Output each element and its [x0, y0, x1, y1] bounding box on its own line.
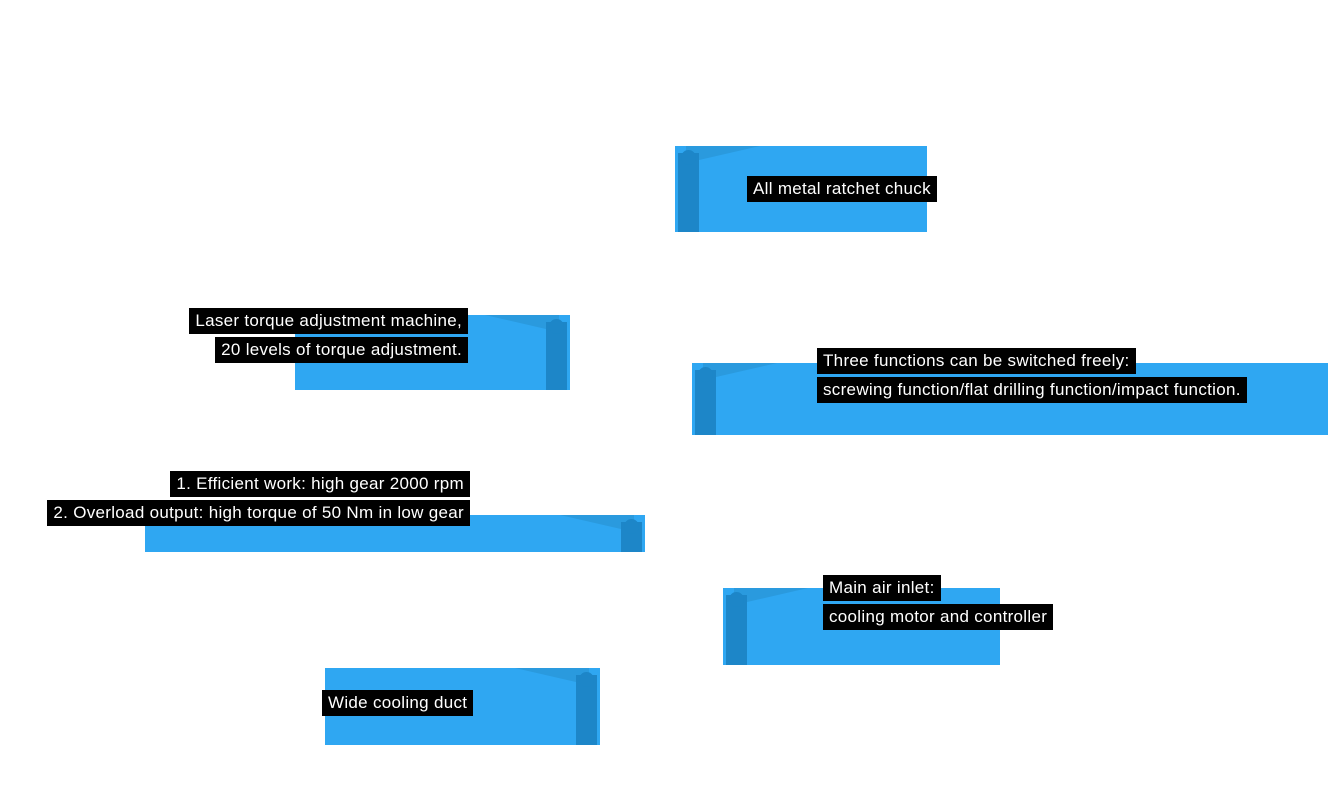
- label-line: 1. Efficient work: high gear 2000 rpm: [170, 471, 470, 497]
- label-torque-adjustment: Laser torque adjustment machine, 20 leve…: [189, 308, 468, 363]
- label-cooling-duct: Wide cooling duct: [322, 690, 474, 716]
- pin-stem: [695, 370, 716, 435]
- pin-stem: [546, 322, 567, 390]
- label-line: Laser torque adjustment machine,: [189, 308, 468, 334]
- label-line: 20 levels of torque adjustment.: [215, 337, 468, 363]
- pin-stem: [576, 675, 597, 745]
- pin-dot-icon: [698, 367, 713, 382]
- label-line: Main air inlet:: [823, 575, 941, 601]
- label-line: screwing function/flat drilling function…: [817, 377, 1247, 403]
- pin-stem: [726, 595, 747, 665]
- label-ratchet-chuck: All metal ratchet chuck: [747, 176, 937, 202]
- pin-dot-icon: [579, 672, 594, 687]
- label-air-inlet: Main air inlet: cooling motor and contro…: [823, 575, 1054, 630]
- label-line: 2. Overload output: high torque of 50 Nm…: [47, 500, 470, 526]
- pin-dot-icon: [549, 319, 564, 334]
- label-gear-performance: 1. Efficient work: high gear 2000 rpm 2.…: [47, 471, 470, 526]
- label-line: All metal ratchet chuck: [747, 176, 937, 202]
- label-line: cooling motor and controller: [823, 604, 1054, 630]
- callout-cooling-duct: [325, 668, 600, 745]
- pin-dot-icon: [624, 519, 639, 534]
- label-line: Three functions can be switched freely:: [817, 348, 1136, 374]
- label-three-functions: Three functions can be switched freely: …: [817, 348, 1247, 403]
- label-line: Wide cooling duct: [322, 690, 474, 716]
- pin-stem: [678, 153, 699, 232]
- pin-dot-icon: [681, 150, 696, 165]
- pin-dot-icon: [729, 592, 744, 607]
